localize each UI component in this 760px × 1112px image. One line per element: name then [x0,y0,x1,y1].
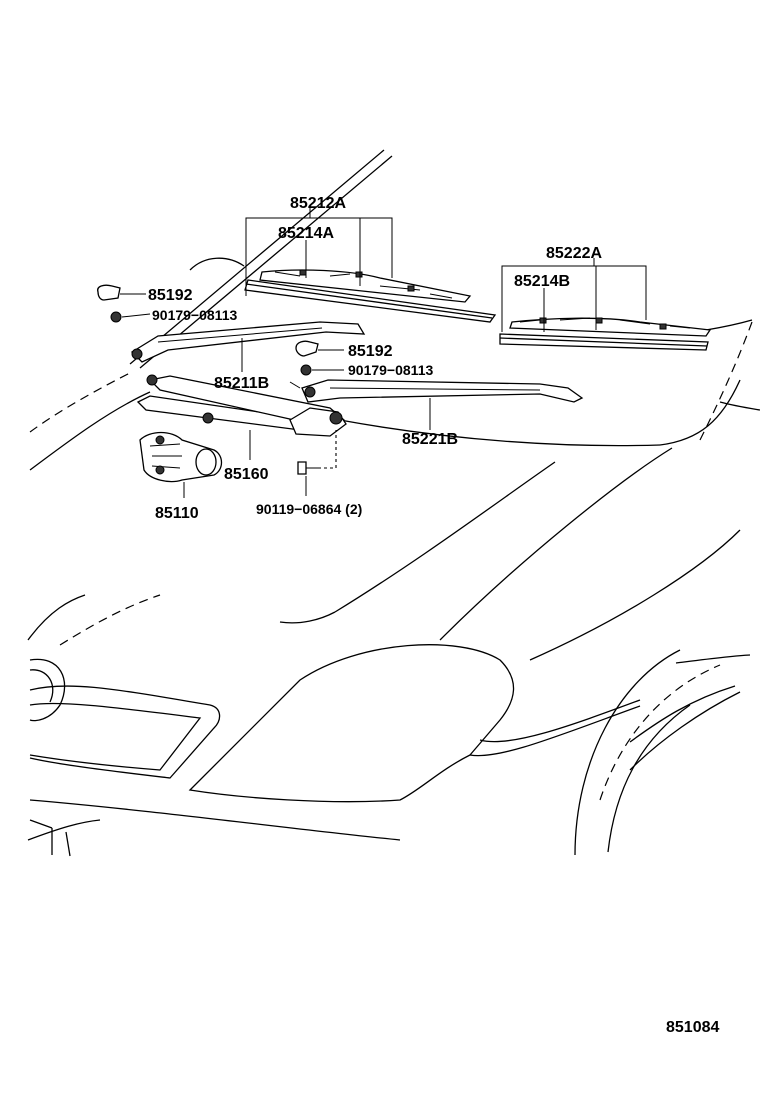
label-90179-top: 90179−08113 [152,307,237,323]
label-85192-top: 85192 [148,287,193,304]
cap-85192-mid [295,340,344,357]
car-body-outline [27,149,760,857]
label-85221b: 85221B [402,431,458,448]
leader-85222a [501,258,647,332]
label-85214b: 85214B [514,273,570,290]
label-85192-mid: 85192 [348,343,393,360]
wiper-linkage-85160 [136,374,347,460]
nut-90179-mid [300,364,344,376]
label-90179-mid: 90179−08113 [348,362,433,378]
wiper-arm-85211b [130,321,366,372]
bolt-90119 [297,430,337,496]
label-90119: 90119−06864 (2) [256,501,362,517]
label-85160: 85160 [224,466,269,483]
label-85222a: 85222A [546,245,602,262]
wiper-blade-85212a [244,269,497,323]
callout-labels: 85212A 85214A 85222A 85214B 85192 90179−… [148,195,719,1036]
label-85214a: 85214A [278,225,334,242]
diagram-id: 851084 [666,1019,719,1036]
nut-90179-top [110,311,151,323]
label-85211b: 85211B [214,375,269,392]
wiper-blade-85222a [499,317,712,351]
label-85110: 85110 [155,505,199,522]
cap-85192-top [97,284,146,301]
wiper-motor-85110 [139,431,223,498]
label-85212a: 85212A [290,195,346,212]
wiper-arm-85221b [289,379,584,430]
leader-85212a [245,208,393,296]
